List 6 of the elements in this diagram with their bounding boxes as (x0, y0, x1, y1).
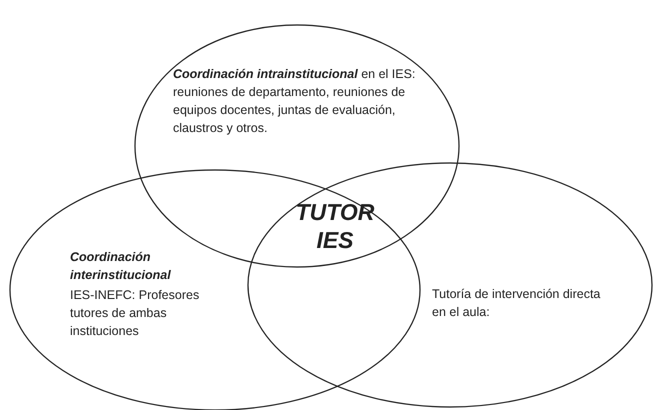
venn-text: IES-INEFC: Profesores tutores de ambas instituciones (70, 287, 200, 340)
venn-text: Coordinación intrainstitucional en el IES: reuniones de departamento, reuniones de equipos docentes, juntas de evaluación, claustros y otros. (173, 66, 416, 137)
center-label: TUTOR IES (294, 198, 376, 254)
venn-text: Tutoría de intervención directa en el aula: (432, 286, 602, 321)
venn-heading: Coordinación interinstitucional (70, 249, 172, 284)
venn-ellipse (248, 163, 652, 407)
